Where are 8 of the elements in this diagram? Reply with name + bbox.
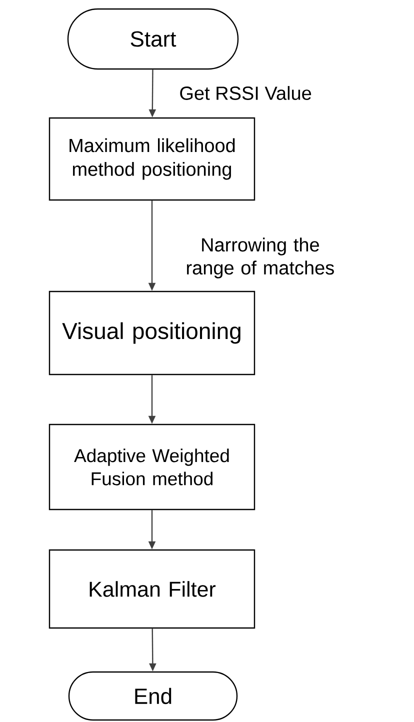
- terminal-box: End: [68, 671, 238, 721]
- process-box: Maximum likelihood method positioning: [48, 117, 256, 201]
- terminal-box: Start: [67, 8, 239, 70]
- edge-label: Narrowing the range of matches: [187, 238, 334, 278]
- process-box: Visual positioning: [48, 290, 256, 376]
- process-box: Kalman Filter: [48, 549, 256, 629]
- process-box: Adaptive Weighted Fusion method: [48, 424, 256, 510]
- edge-label: Get RSSI Value: [180, 86, 312, 100]
